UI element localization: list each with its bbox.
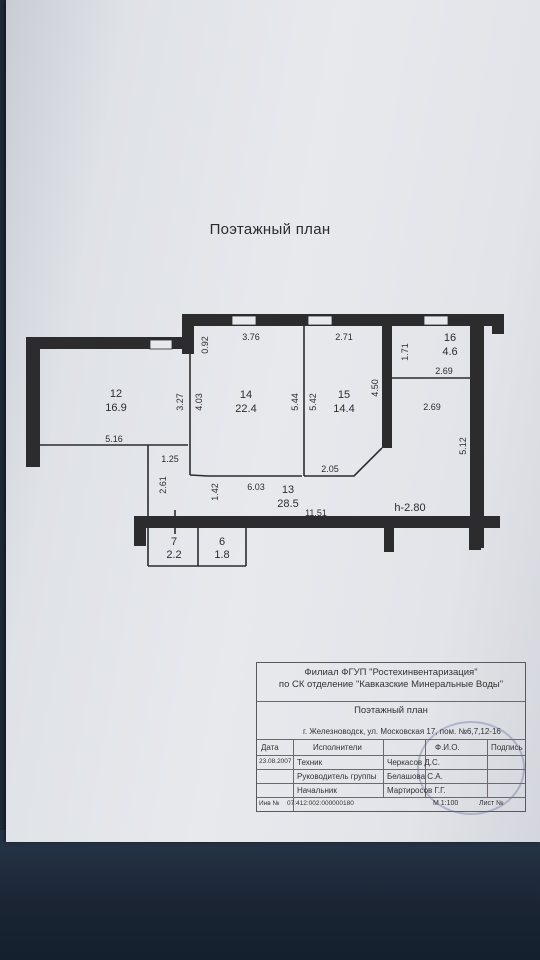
table-surface xyxy=(0,830,540,960)
dim-1-71: 1.71 xyxy=(400,343,410,361)
dim-6-03: 6.03 xyxy=(247,482,265,492)
row-1-name: Черкасов Д.С. xyxy=(387,758,441,767)
inv-label: Инв № xyxy=(259,800,280,807)
ceiling-height: h-2.80 xyxy=(394,502,425,514)
dim-0-92: 0.92 xyxy=(200,336,210,354)
dim-2-05: 2.05 xyxy=(321,464,339,474)
row-2-name: Белашова С.А. xyxy=(387,772,443,781)
dim-3-76: 3.76 xyxy=(242,332,260,342)
room-14-number: 14 xyxy=(240,389,252,401)
row-3-name: Мартиросов Г.Г. xyxy=(387,786,446,795)
room-13-number: 13 xyxy=(282,484,294,496)
dim-1-25: 1.25 xyxy=(161,454,179,464)
dim-2-69-a: 2.69 xyxy=(435,366,453,376)
dim-1-42: 1.42 xyxy=(210,483,220,501)
row-2-role: Руководитель группы xyxy=(297,772,377,781)
room-15-number: 15 xyxy=(338,389,350,401)
dim-5-42: 5.42 xyxy=(308,393,318,411)
row-3-role: Начальник xyxy=(297,786,337,795)
header-performers: Исполнители xyxy=(313,743,362,752)
room-13-area: 28.5 xyxy=(277,498,298,510)
interior-walls xyxy=(40,326,470,567)
room-6-area: 1.8 xyxy=(214,549,229,561)
dim-4-03: 4.03 xyxy=(194,393,204,411)
room-14-area: 22.4 xyxy=(235,403,256,415)
plan-title: Поэтажный план xyxy=(209,221,331,238)
row-1-role: Техник xyxy=(297,758,323,767)
header-fio: Ф.И.О. xyxy=(435,743,460,752)
dim-4-50: 4.50 xyxy=(370,379,380,397)
dim-2-71: 2.71 xyxy=(335,332,353,342)
inv-number: 07:412:002:000000180 xyxy=(287,800,354,807)
walls xyxy=(26,314,504,552)
dim-5-16: 5.16 xyxy=(105,434,123,444)
dim-2-69-b: 2.69 xyxy=(423,402,441,412)
room-16-number: 16 xyxy=(444,332,456,344)
room-7-area: 2.2 xyxy=(166,549,181,561)
address: г. Железноводск, ул. Московская 17, пом.… xyxy=(303,727,501,736)
room-6-number: 6 xyxy=(219,536,225,548)
room-12-number: 12 xyxy=(110,388,122,400)
scale: М 1:100 xyxy=(433,800,459,807)
header-signature: Подпись xyxy=(491,743,523,752)
seal-stamp xyxy=(417,721,525,815)
dim-2-61: 2.61 xyxy=(158,476,168,494)
room-15-area: 14.4 xyxy=(333,403,354,415)
room-7-number: 7 xyxy=(171,536,177,548)
row-1-date: 23.08.2007 xyxy=(259,758,292,765)
dim-3-27: 3.27 xyxy=(175,393,185,411)
title-block: Филиал ФГУП "Ростехинвентаризация" по СК… xyxy=(256,662,526,815)
doc-title: Поэтажный план xyxy=(354,705,428,716)
room-16-area: 4.6 xyxy=(442,346,457,358)
org-line-2: по СК отделение "Кавказские Минеральные … xyxy=(278,679,504,690)
org-line-1: Филиал ФГУП "Ростехинвентаризация" xyxy=(304,667,478,678)
dim-11-51: 11.51 xyxy=(305,508,327,518)
windows xyxy=(149,315,449,350)
sheet-number: Лист № xyxy=(479,800,504,807)
dim-5-44: 5.44 xyxy=(290,393,300,411)
dim-5-12: 5.12 xyxy=(458,437,468,455)
header-date: Дата xyxy=(261,743,279,752)
room-12-area: 16.9 xyxy=(105,402,126,414)
